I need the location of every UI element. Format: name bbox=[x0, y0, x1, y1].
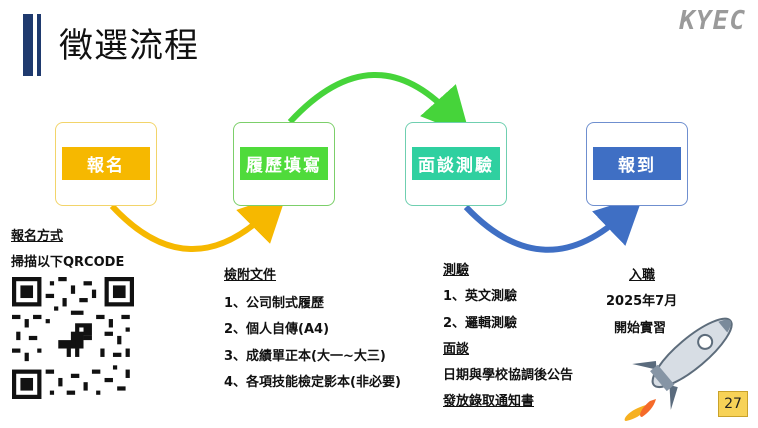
test-heading: 測驗 bbox=[443, 263, 470, 278]
step-resume-label: 履歷填寫 bbox=[240, 147, 328, 180]
title-accent-bar bbox=[23, 14, 33, 76]
documents-heading: 檢附文件 bbox=[224, 268, 277, 283]
qr-code[interactable] bbox=[12, 277, 134, 399]
step-test-label: 面談測驗 bbox=[412, 147, 500, 180]
document-item-1: 1、公司制式履歷 bbox=[224, 296, 325, 311]
arrow-resume-to-test bbox=[287, 72, 471, 136]
interview-heading: 面談 bbox=[443, 342, 470, 357]
document-item-2: 2、個人自傳(A4) bbox=[224, 322, 330, 337]
step-test: 面談測驗 bbox=[405, 122, 507, 206]
step-signup: 報名 bbox=[55, 122, 157, 206]
interview-note: 日期與學校協調後公告 bbox=[443, 368, 574, 383]
document-item-4: 4、各項技能檢定影本(非必要) bbox=[224, 375, 401, 390]
page-number: 27 bbox=[718, 391, 748, 417]
test-item-2: 2、邏輯測驗 bbox=[443, 316, 518, 331]
step-onboard-label: 報到 bbox=[593, 147, 681, 180]
page-title: 徵選流程 bbox=[59, 26, 199, 66]
document-item-3: 3、成績單正本(大一~大三) bbox=[224, 349, 386, 364]
offer-notice: 發放錄取通知書 bbox=[443, 394, 535, 409]
onboard-heading: 入職 bbox=[629, 268, 656, 283]
step-resume: 履歷填寫 bbox=[233, 122, 335, 206]
title-accent-bar-thin bbox=[37, 14, 41, 76]
step-signup-label: 報名 bbox=[62, 147, 150, 180]
step-onboard: 報到 bbox=[586, 122, 688, 206]
onboard-date: 2025年7月 bbox=[606, 294, 678, 309]
arrow-signup-to-resume bbox=[109, 193, 287, 252]
rocket-icon bbox=[624, 317, 733, 421]
signup-heading: 報名方式 bbox=[11, 229, 64, 244]
arrow-test-to-onboard bbox=[463, 195, 644, 253]
test-item-1: 1、英文測驗 bbox=[443, 289, 518, 304]
brand-logo: KYEC bbox=[679, 6, 746, 36]
signup-instruction: 掃描以下QRCODE bbox=[11, 255, 125, 270]
onboard-note: 開始實習 bbox=[614, 321, 667, 336]
